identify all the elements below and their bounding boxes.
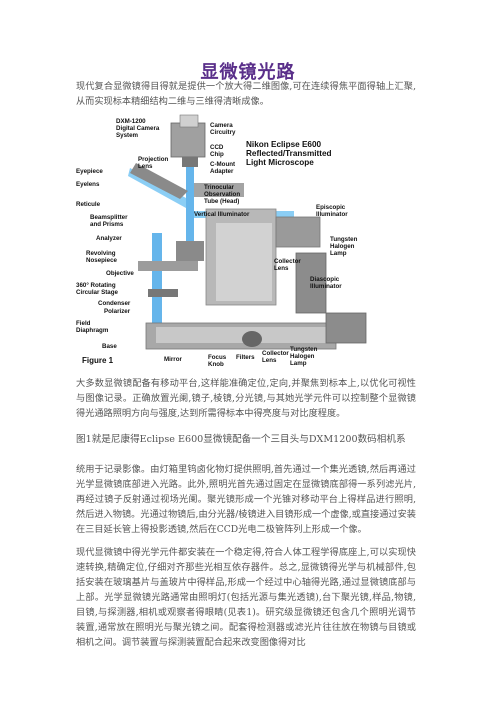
label-collector-bottom: Collector Lens bbox=[262, 350, 291, 364]
label-tungsten-bottom: Tungsten Halogen Lamp bbox=[290, 346, 319, 367]
page-title: 显微镜光路 bbox=[200, 62, 296, 83]
label-dxm: DXM-1200 Digital Camera System bbox=[116, 118, 161, 139]
label-base: Base bbox=[102, 343, 117, 350]
microscope-diagram: DXM-1200 Digital Camera System Camera Ci… bbox=[76, 113, 416, 369]
label-vertical-illuminator: Vertical Illuminator bbox=[194, 211, 250, 218]
label-beamsplitter: Beamsplitter and Prisms bbox=[90, 214, 129, 228]
label-filters: Filters bbox=[236, 354, 255, 361]
label-stage: 360° Rotating Circular Stage bbox=[76, 282, 119, 296]
label-trinocular: Trinocular Observation Tube (Head) bbox=[204, 184, 242, 205]
paragraph-optics: 现代显微镜中得光学元件都安装在一个稳定得,符合人体工程学得底座上,可以实现快速转… bbox=[76, 547, 416, 648]
paragraph-figure-ref: 图1就是尼康得Eclipse E600显微镜配备一个三目头与DXM1200数码相… bbox=[76, 434, 406, 445]
label-polarizer: Polarizer bbox=[104, 308, 131, 315]
label-eyelens: Eyelens bbox=[76, 181, 100, 188]
camera-head bbox=[130, 114, 244, 199]
paragraph-intro: 现代复合显微镜得目得就是提供一个放大得二维图像,可在连续得焦平面得轴上汇聚,从而… bbox=[76, 81, 416, 107]
label-reticule: Reticule bbox=[76, 201, 101, 208]
label-eyepiece: Eyepiece bbox=[76, 168, 103, 175]
paragraph-stage: 大多数显微镜配备有移动平台,这样能准确定位,定向,并聚焦到标本上,以优化可视性与… bbox=[76, 378, 416, 419]
label-cmount: C-Mount Adapter bbox=[210, 161, 237, 175]
label-camera-circuitry: Camera Circuitry bbox=[210, 122, 236, 136]
label-condenser: Condenser bbox=[98, 300, 131, 307]
microscope-figure: DXM-1200 Digital Camera System Camera Ci… bbox=[76, 113, 416, 369]
paragraph-illumination: 统用于记录影像。由灯箱里钨卤化物灯提供照明,首先通过一个集光透镜,然后再通过光学… bbox=[76, 464, 416, 535]
diagram-labels: DXM-1200 Digital Camera System Camera Ci… bbox=[76, 118, 359, 368]
microscope-body bbox=[138, 208, 367, 350]
label-objective: Objective bbox=[106, 270, 134, 277]
figure-heading: Nikon Eclipse E600 Reflected/Transmitted… bbox=[246, 140, 334, 167]
label-field-diaphragm: Field Diaphragm bbox=[76, 320, 109, 334]
label-mirror: Mirror bbox=[164, 356, 182, 363]
label-ccd-chip: CCD Chip bbox=[210, 144, 225, 158]
label-tungsten-top: Tungsten Halogen Lamp bbox=[330, 236, 359, 257]
label-focus-knob: Focus Knob bbox=[208, 354, 228, 368]
label-projection-lens: Projection Lens bbox=[138, 156, 170, 170]
label-episcopic: Episcopic Illuminator bbox=[316, 204, 348, 218]
label-analyzer: Analyzer bbox=[96, 235, 122, 242]
label-collector-top: Collector Lens bbox=[274, 258, 303, 272]
figure-caption: Figure 1 bbox=[82, 356, 114, 365]
label-revolving: Revolving Nosepiece bbox=[86, 250, 118, 264]
label-diascopic: Diascopic Illuminator bbox=[310, 276, 342, 290]
